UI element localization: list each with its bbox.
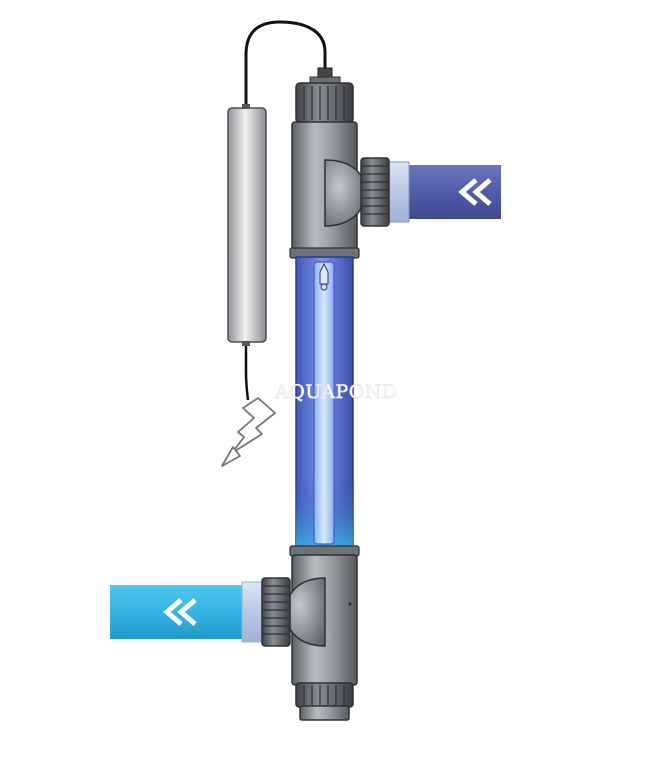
inlet-arrow-icon: [163, 598, 197, 626]
uv-chamber: [295, 256, 354, 550]
lower-housing: [261, 545, 360, 686]
ballast-unit: [227, 104, 267, 346]
upper-housing: [289, 121, 390, 259]
outlet-pipe: [386, 161, 501, 223]
power-plug-icon: [221, 397, 276, 467]
power-cable: [244, 20, 327, 112]
outlet-arrow-icon: [458, 178, 492, 206]
watermark-text: AQUAPOND: [274, 381, 398, 403]
bottom-cap: [295, 682, 354, 721]
plug-cable: [244, 340, 250, 401]
top-cap: [295, 67, 354, 124]
inlet-pipe: [110, 581, 265, 643]
